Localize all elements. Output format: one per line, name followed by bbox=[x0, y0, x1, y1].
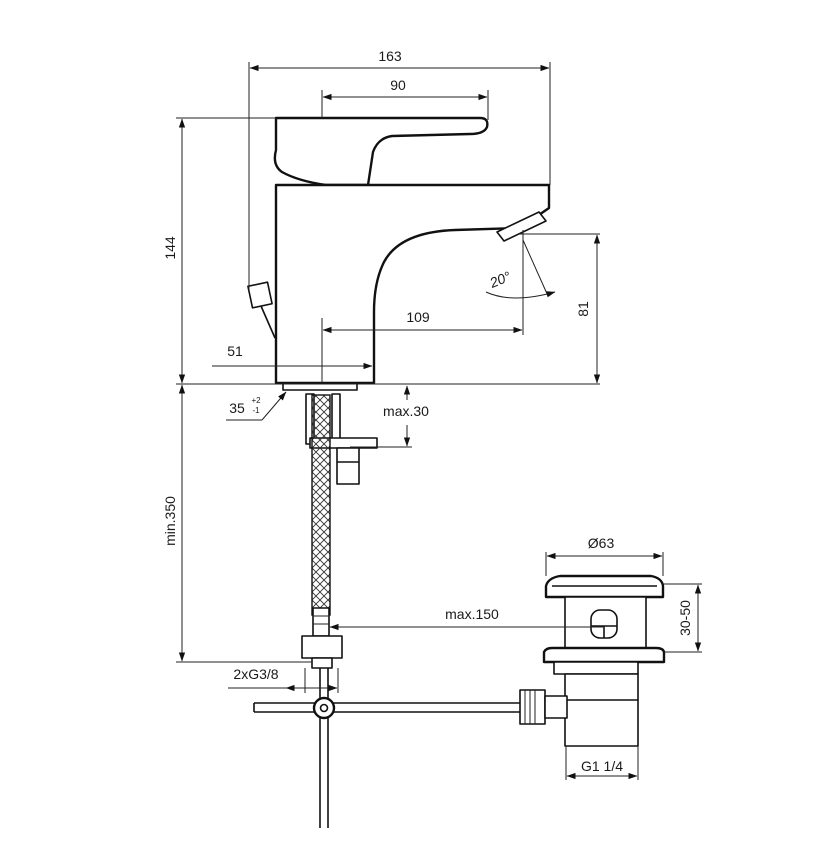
faucet-handle bbox=[273, 116, 489, 187]
fixing-nut bbox=[336, 447, 360, 485]
dim-connection: 2xG3/8 bbox=[233, 666, 278, 682]
mounting-hardware bbox=[301, 393, 378, 828]
dim-base-diameter: 51 bbox=[227, 343, 243, 359]
waste-flange bbox=[542, 646, 666, 664]
dim-hole-main: 35 bbox=[229, 400, 245, 416]
supply-hose bbox=[311, 394, 331, 616]
dim-total-height: 144 bbox=[162, 236, 178, 260]
rod-clamp bbox=[312, 696, 336, 720]
dim-max-deck: max.30 bbox=[383, 403, 429, 419]
dim-max-rod: max.150 bbox=[445, 606, 499, 622]
popup-rod bbox=[260, 305, 276, 339]
dimension-lines bbox=[176, 62, 702, 780]
dim-min-hose: min.350 bbox=[162, 496, 178, 546]
dimension-labels: 163 90 144 109 81 51 20° 35 +2 -1 max.30… bbox=[162, 48, 693, 774]
aerator bbox=[496, 211, 547, 242]
dim-hole-tol-minus: -1 bbox=[252, 406, 260, 415]
faucet-body bbox=[247, 116, 551, 391]
dim-handle-width: 90 bbox=[390, 77, 406, 93]
faucet-spout bbox=[274, 183, 551, 385]
connection-nut bbox=[301, 635, 343, 659]
waste-tail bbox=[564, 673, 639, 747]
dim-hole-tol-plus: +2 bbox=[251, 396, 261, 405]
dim-waste-thread: G1 1/4 bbox=[581, 758, 623, 774]
popup-knob bbox=[247, 281, 273, 309]
dim-tilt-angle: 20° bbox=[486, 268, 513, 291]
faucet-base bbox=[282, 382, 358, 391]
hose-connector bbox=[312, 607, 330, 637]
dim-spout-reach: 109 bbox=[406, 309, 430, 325]
dim-waste-range: 30-50 bbox=[677, 600, 693, 636]
dim-waste-diameter: Ø63 bbox=[588, 535, 615, 551]
waste-assembly bbox=[253, 574, 666, 747]
dim-spout-height: 81 bbox=[575, 301, 591, 317]
rod-connector bbox=[519, 689, 546, 725]
dim-total-width: 163 bbox=[378, 48, 402, 64]
